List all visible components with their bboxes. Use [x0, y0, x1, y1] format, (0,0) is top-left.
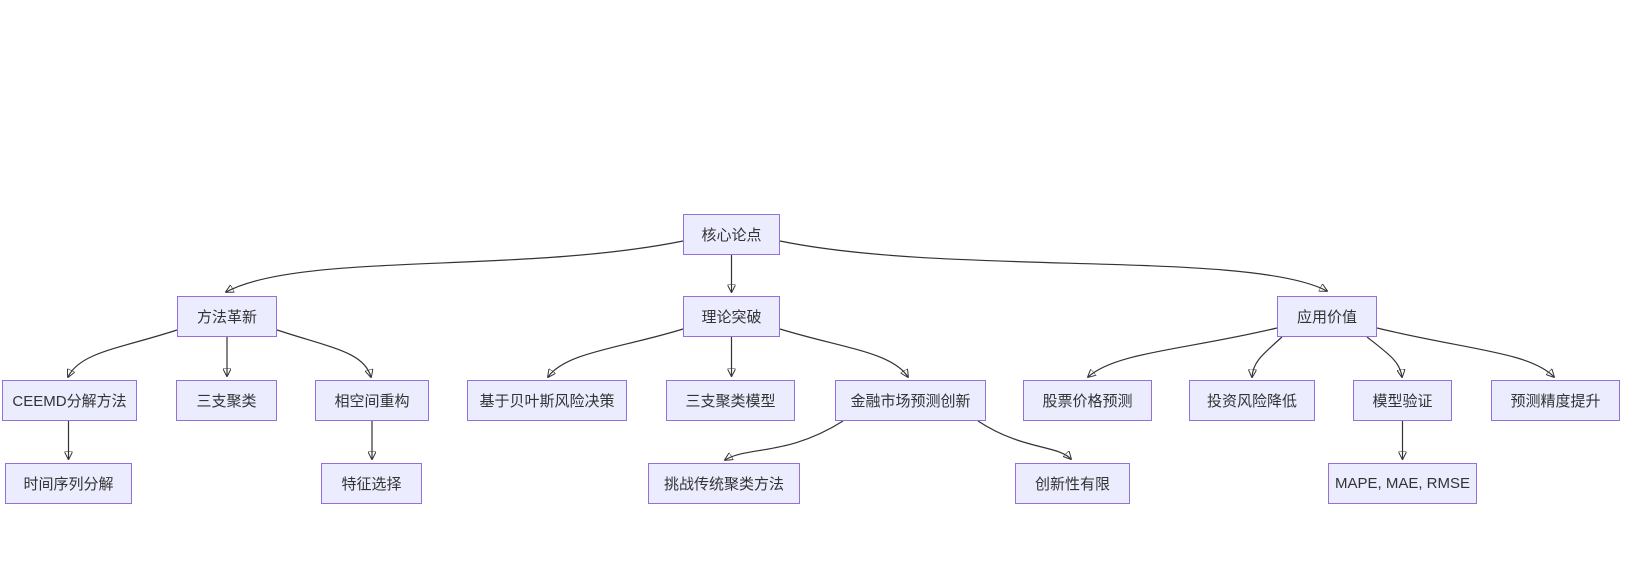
node-phase-space: 相空间重构	[315, 380, 429, 421]
node-stock-prediction: 股票价格预测	[1023, 380, 1152, 421]
node-three-way-model: 三支聚类模型	[666, 380, 795, 421]
node-three-way-clustering: 三支聚类	[176, 380, 277, 421]
node-root: 核心论点	[683, 214, 780, 255]
edge-method-innovation-phase-space	[276, 329, 371, 377]
node-limited-innovation: 创新性有限	[1015, 463, 1130, 504]
edge-financial-innovation-limited-innovation	[977, 420, 1071, 459]
node-ceemd: CEEMD分解方法	[2, 380, 137, 421]
node-challenge-traditional: 挑战传统聚类方法	[648, 463, 800, 504]
node-time-series: 时间序列分解	[5, 463, 132, 504]
node-financial-innovation: 金融市场预测创新	[835, 380, 986, 421]
edge-root-application-value	[779, 240, 1327, 291]
edge-application-value-model-validation	[1366, 336, 1402, 377]
node-method-innovation: 方法革新	[177, 296, 277, 337]
edge-root-method-innovation	[226, 240, 684, 292]
node-bayes-risk: 基于贝叶斯风险决策	[467, 380, 627, 421]
edge-application-value-risk-reduction	[1252, 336, 1283, 377]
edge-application-value-accuracy-improvement	[1376, 327, 1554, 377]
node-risk-reduction: 投资风险降低	[1189, 380, 1315, 421]
edge-financial-innovation-challenge-traditional	[725, 420, 844, 460]
edge-application-value-stock-prediction	[1088, 327, 1278, 377]
edge-theory-breakthrough-financial-innovation	[779, 328, 908, 377]
node-metrics: MAPE, MAE, RMSE	[1328, 463, 1477, 504]
edge-method-innovation-ceemd	[68, 329, 178, 377]
node-model-validation: 模型验证	[1353, 380, 1452, 421]
edge-theory-breakthrough-bayes-risk	[548, 328, 684, 377]
node-theory-breakthrough: 理论突破	[683, 296, 780, 337]
node-accuracy-improvement: 预测精度提升	[1491, 380, 1620, 421]
node-feature-selection: 特征选择	[321, 463, 422, 504]
node-application-value: 应用价值	[1277, 296, 1377, 337]
